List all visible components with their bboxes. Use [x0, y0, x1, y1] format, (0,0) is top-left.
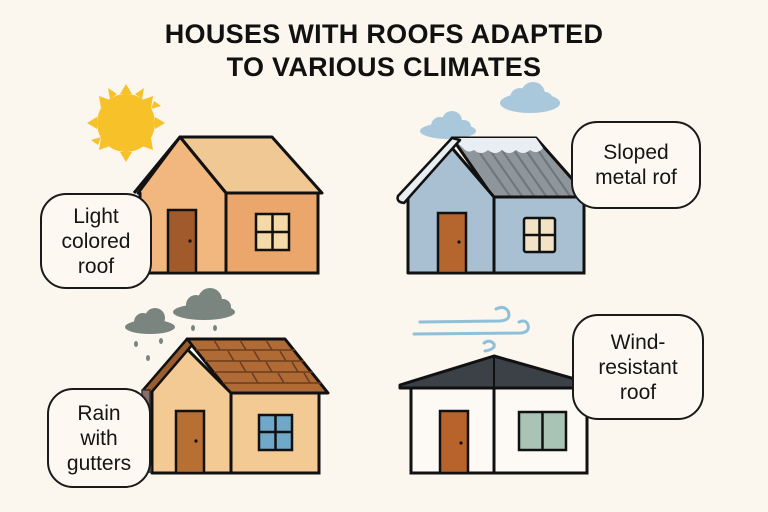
sun-icon: [87, 84, 165, 162]
label-line: Wind-: [610, 330, 666, 354]
rain-cloud-icon: [125, 288, 235, 361]
label-line: roof: [619, 380, 657, 404]
label-line: with: [80, 426, 118, 450]
label-line: resistant: [598, 355, 678, 379]
label-line: Rain: [77, 401, 121, 425]
page-title: HOUSES WITH ROOFS ADAPTED TO VARIOUS CLI…: [0, 18, 768, 84]
house-rainy: [140, 337, 330, 475]
house-sunny: [132, 135, 324, 275]
wind-icon: [412, 305, 530, 353]
label-line: roof: [77, 254, 115, 278]
title-line-1: HOUSES WITH ROOFS ADAPTED: [164, 19, 604, 49]
label-wind-resistant-roof: Wind- resistant roof: [572, 314, 704, 420]
house-snowy: [396, 136, 590, 275]
label-line: metal rof: [595, 166, 677, 189]
label-rain-with-gutters: Rain with gutters: [47, 388, 151, 488]
label-sloped-metal-roof: Sloped metal rof: [571, 121, 701, 209]
label-line: gutters: [66, 451, 132, 475]
house-windy: [398, 354, 598, 475]
label-line: colored: [61, 229, 131, 253]
cloud-icon: [420, 82, 560, 139]
label-line: Light: [73, 204, 119, 228]
label-light-colored-roof: Light colored roof: [40, 193, 152, 289]
title-line-2: TO VARIOUS CLIMATES: [226, 52, 542, 82]
door: [166, 208, 198, 275]
label-line: Sloped: [603, 141, 669, 164]
